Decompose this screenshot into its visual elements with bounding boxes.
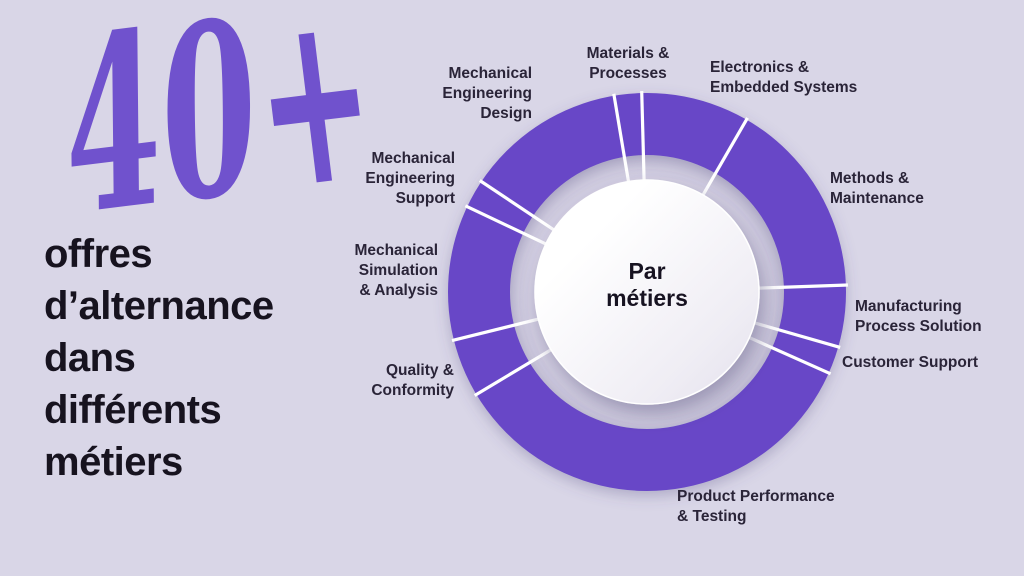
segment-divider (451, 315, 547, 343)
label-materials-processes: Materials & Processes (586, 45, 670, 82)
label-manufacturing-process-solution: Manufacturing Process Solution (855, 298, 982, 335)
donut-ring (448, 93, 846, 491)
label-product-performance-testing: Product Performance & Testing (677, 488, 835, 525)
label-quality-conformity: Quality & Conformity (371, 362, 454, 399)
label-mechanical-engineering-support: Mechanical Engineering Support (365, 150, 455, 207)
segment-divider (478, 179, 562, 236)
label-customer-support: Customer Support (842, 354, 979, 371)
headline: offres d’alternance dans différents méti… (44, 232, 274, 484)
segment-divider (741, 332, 832, 376)
segment-divider (612, 93, 632, 190)
segment-divider (473, 344, 559, 397)
segment-divider (464, 204, 554, 249)
donut-chart (422, 67, 872, 517)
label-mechanical-engineering-design: Mechanical Engineering Design (442, 65, 532, 122)
donut-svg (448, 91, 848, 491)
center-circle (534, 179, 760, 405)
segment-divider (640, 91, 646, 189)
segment-dividers (451, 91, 848, 397)
label-mechanical-simulation-analysis: Mechanical Simulation & Analysis (354, 242, 438, 299)
segment-divider (750, 283, 848, 290)
big-number: 40+ (49, 0, 389, 269)
segment-divider (697, 117, 749, 203)
label-methods-maintenance: Methods & Maintenance (830, 170, 924, 207)
segment-divider (746, 319, 841, 349)
label-electronics-embedded-systems: Electronics & Embedded Systems (710, 59, 858, 96)
